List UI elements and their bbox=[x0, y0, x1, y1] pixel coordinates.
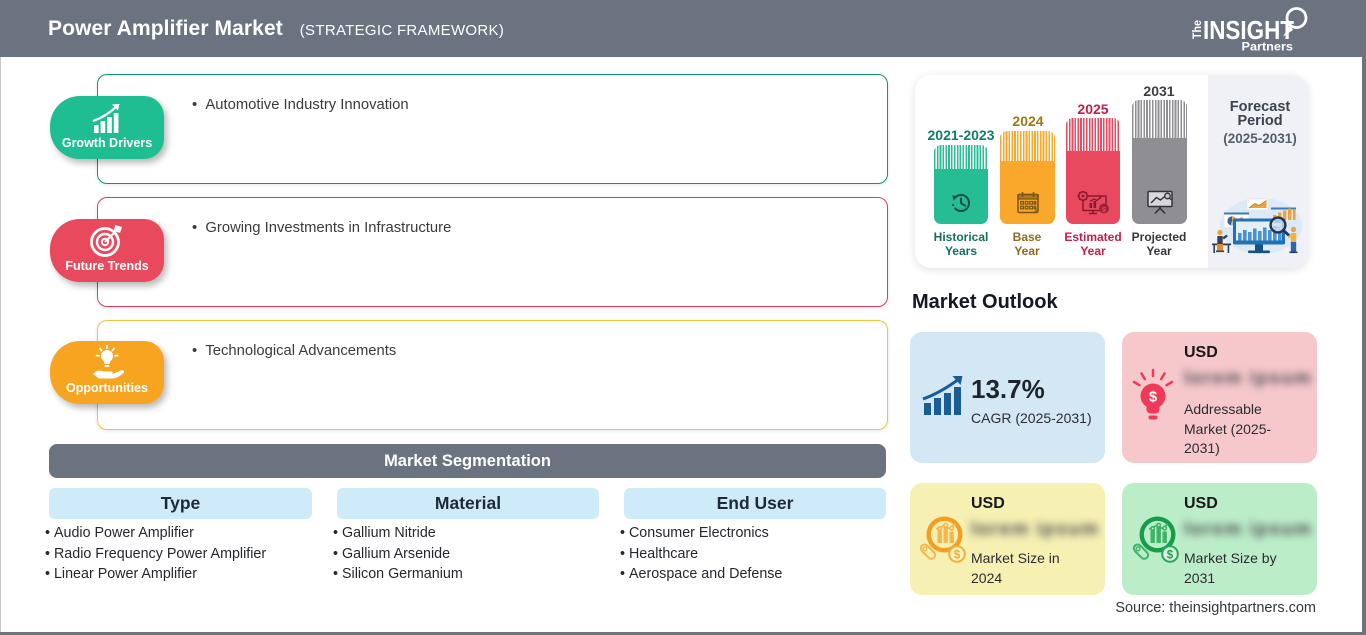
svg-text:$: $ bbox=[954, 550, 961, 562]
svg-text:$: $ bbox=[1167, 550, 1174, 562]
svg-text:INSIGHT: INSIGHT bbox=[1203, 15, 1294, 45]
svg-text:Partners: Partners bbox=[1242, 42, 1294, 54]
svg-text:$: $ bbox=[1149, 389, 1158, 406]
svg-text:The: The bbox=[1192, 20, 1204, 39]
svg-text:$: $ bbox=[1102, 205, 1107, 214]
